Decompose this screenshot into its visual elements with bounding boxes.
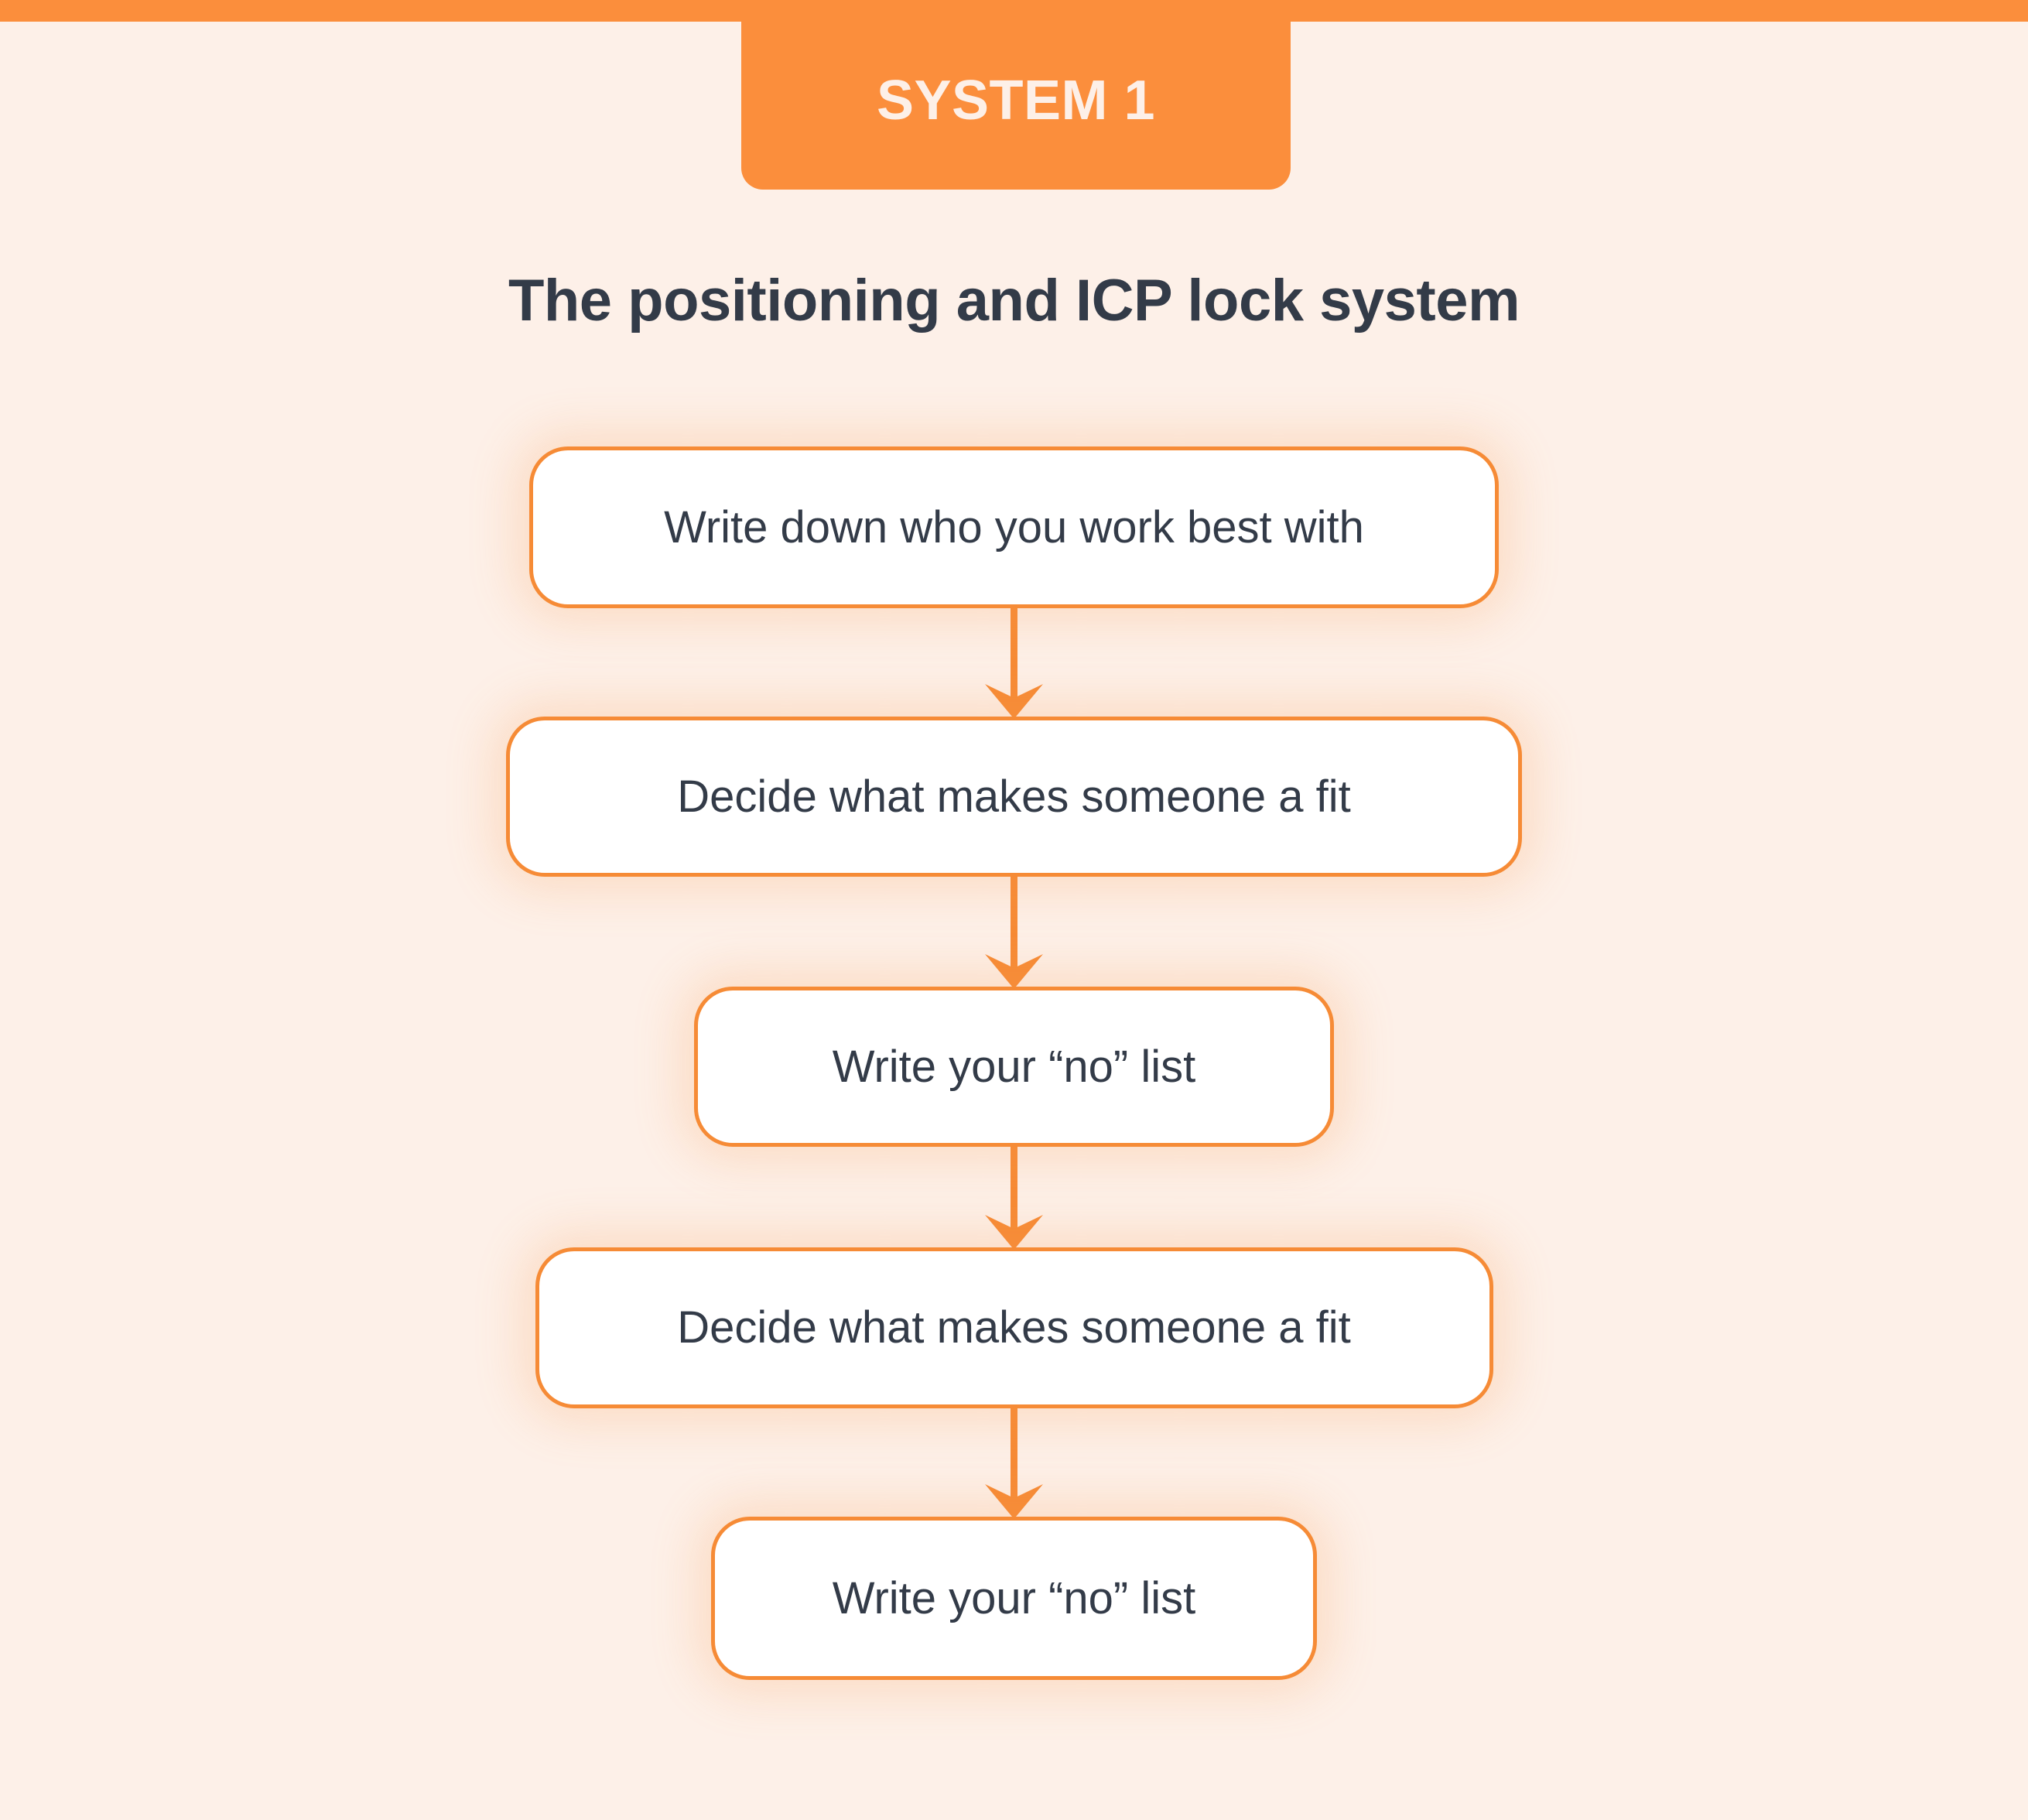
flow-connector-4 — [968, 1408, 1061, 1519]
arrow-down-icon — [984, 1147, 1043, 1250]
flow-connector-2 — [968, 877, 1061, 989]
system-badge: SYSTEM 1 — [741, 0, 1291, 190]
flow-node-2-label: Decide what makes someone a fit — [677, 771, 1351, 822]
arrow-down-icon — [984, 608, 1043, 719]
flow-node-5-label: Write your “no” list — [832, 1572, 1196, 1623]
flow-connector-3 — [968, 1147, 1061, 1250]
page-title: The positioning and ICP lock system — [508, 267, 1520, 334]
flow-node-3[interactable]: Write your “no” list — [694, 987, 1334, 1147]
flowchart: Write down who you work best with Decide… — [0, 446, 2028, 1680]
flow-node-1[interactable]: Write down who you work best with — [529, 446, 1499, 608]
flow-node-4-label: Decide what makes someone a fit — [677, 1302, 1351, 1353]
flow-node-5[interactable]: Write your “no” list — [711, 1517, 1317, 1680]
flow-node-2[interactable]: Decide what makes someone a fit — [506, 717, 1522, 877]
flow-connector-1 — [968, 608, 1061, 719]
flow-node-4[interactable]: Decide what makes someone a fit — [535, 1247, 1493, 1408]
arrow-down-icon — [984, 1408, 1043, 1519]
system-badge-label: SYSTEM 1 — [876, 69, 1156, 132]
flow-node-1-label: Write down who you work best with — [664, 501, 1364, 552]
flow-node-3-label: Write your “no” list — [832, 1041, 1196, 1092]
arrow-down-icon — [984, 877, 1043, 989]
